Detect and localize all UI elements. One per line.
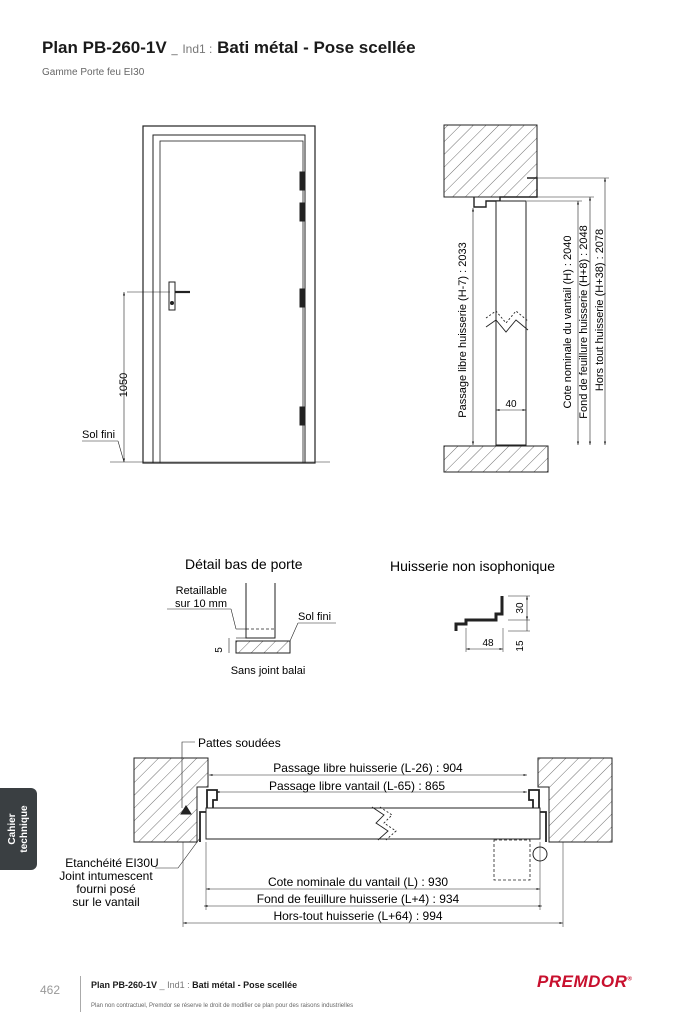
footer-divider [80, 976, 81, 1012]
dim-1050-label: 1050 [118, 373, 130, 397]
profile-title: Huisserie non isophonique [390, 558, 555, 574]
sol-fini-label: Sol fini [82, 429, 115, 441]
dim-48-label: 48 [482, 638, 494, 649]
vertical-section [443, 124, 609, 473]
page-title: Plan PB-260-1V _ Ind1 : Bati métal - Pos… [42, 38, 416, 58]
page-subtitle: Gamme Porte feu EI30 [42, 67, 145, 78]
sans-joint-label: Sans joint balai [231, 665, 306, 677]
detail-sol-fini-label: Sol fini [298, 611, 331, 623]
dim-15-label: 15 [515, 640, 526, 652]
retaillable-label: Retaillable [176, 585, 227, 597]
cote-nominale-label: Cote nominale du vantail (H) : 2040 [562, 235, 574, 408]
footer-title: Plan PB-260-1V _ Ind1 : Bati métal - Pos… [91, 980, 298, 990]
title-separator: _ [171, 44, 178, 56]
h-hors-tout-label: Hors-tout huisserie (L+64) : 994 [273, 909, 442, 923]
etancheite-label-3: fourni posé [76, 882, 136, 896]
h-fond-feuillure-label: Fond de feuillure huisserie (L+4) : 934 [257, 892, 460, 906]
profile-drawing [454, 595, 530, 652]
h-cote-nominale-label: Cote nominale du vantail (L) : 930 [268, 875, 448, 889]
passage-libre-label: Passage libre huisserie (H-7) : 2033 [457, 242, 469, 417]
etancheite-label-4: sur le vantail [72, 895, 139, 909]
page-number: 462 [40, 983, 61, 997]
detail-bas-title: Détail bas de porte [185, 556, 303, 572]
hors-tout-label: Hors tout huisserie (H+38) : 2078 [594, 229, 606, 391]
dim-5-label: 5 [214, 647, 225, 653]
etancheite-label-2: Joint intumescent [59, 869, 153, 883]
dim-40-label: 40 [505, 399, 517, 410]
title-index: Ind1 : [182, 42, 213, 56]
fond-feuillure-label: Fond de feuillure huisserie (H+8) : 2048 [578, 225, 590, 419]
door-elevation [82, 125, 330, 464]
title-description: Bati métal - Pose scellée [217, 38, 416, 57]
passage-vantail-label: Passage libre vantail (L-65) : 865 [269, 779, 445, 793]
detail-bas-drawing [167, 583, 336, 654]
premdor-logo: PREMDOR® [537, 972, 633, 991]
title-code: Plan PB-260-1V [42, 38, 167, 57]
retaillable-label-2: sur 10 mm [175, 598, 227, 610]
footer-note: Plan non contractuel, Premdor se réserve… [91, 1003, 354, 1009]
etancheite-label-1: Etanchéité EI30U [65, 856, 158, 870]
dim-30-label: 30 [515, 602, 526, 614]
passage-huisserie-label: Passage libre huisserie (L-26) : 904 [273, 761, 463, 775]
pattes-label: Pattes soudées [198, 736, 281, 750]
horizontal-section [133, 741, 613, 927]
